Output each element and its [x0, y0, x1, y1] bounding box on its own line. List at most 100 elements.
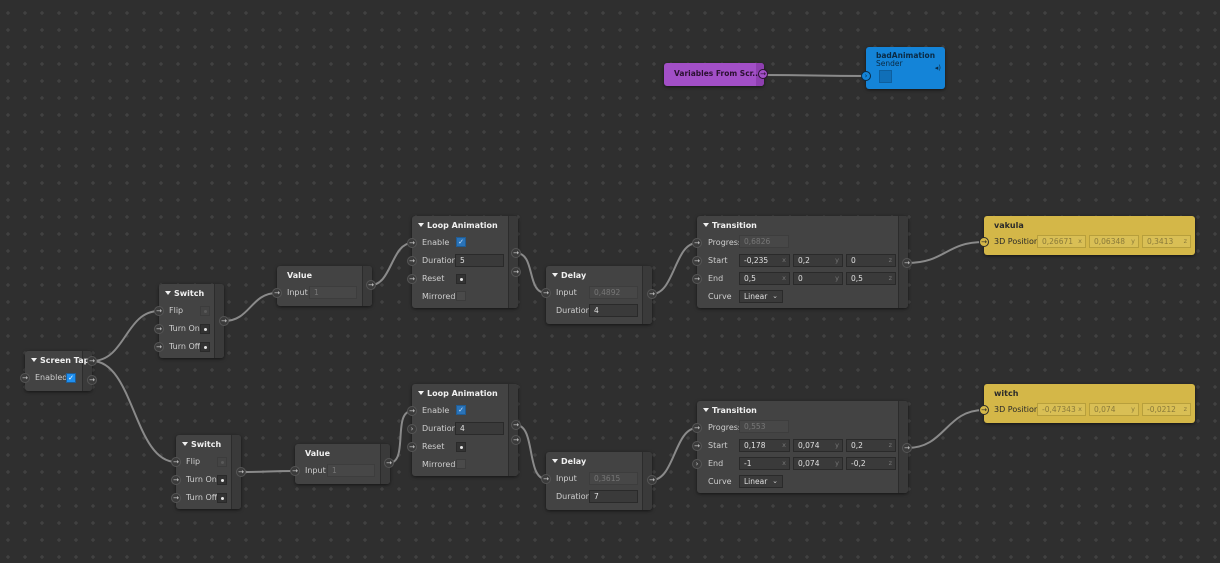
progress-output-port[interactable]: →	[511, 248, 521, 258]
end-input-port[interactable]: ›	[692, 459, 702, 469]
progress-input-port[interactable]: →	[692, 238, 702, 248]
output-port[interactable]: →	[647, 475, 657, 485]
turn-on-input-port[interactable]: →	[154, 324, 164, 334]
collapse-icon[interactable]	[182, 442, 188, 446]
output-port[interactable]: →	[902, 258, 912, 268]
output-port[interactable]: →	[384, 458, 394, 468]
output-port[interactable]: →	[647, 289, 657, 299]
sender-trigger-box[interactable]	[879, 70, 892, 83]
mirrored-checkbox[interactable]	[456, 291, 466, 301]
collapse-icon[interactable]	[31, 358, 37, 362]
progress-field[interactable]: 0,553	[739, 420, 789, 433]
loop-output-port[interactable]: →	[511, 435, 521, 445]
output-port-2[interactable]: →	[87, 375, 97, 385]
sender-node[interactable]: badAnimation Sender ◂) ›	[861, 47, 945, 89]
flip-input-port[interactable]: →	[154, 306, 164, 316]
position-input-port[interactable]: →	[979, 405, 989, 415]
collapse-icon[interactable]	[703, 408, 709, 412]
enable-input-port[interactable]: →	[407, 238, 417, 248]
value-node-top[interactable]: Value → Input 1 →	[272, 266, 376, 306]
turn-off-pulse-button[interactable]	[217, 493, 227, 503]
transition-node-bottom[interactable]: Transition → Progress 0,553 → Start 0,17…	[692, 401, 912, 493]
delay-node-bottom[interactable]: Delay → Input 0,3615 Duration 7 →	[541, 452, 657, 510]
loop-output-port[interactable]: →	[511, 267, 521, 277]
value-input-field[interactable]: 1	[327, 464, 375, 477]
transition-node-top[interactable]: Transition → Progress 0,6826 → Start -0,…	[692, 216, 912, 308]
input-port[interactable]: ›	[861, 71, 871, 81]
duration-input-port[interactable]: ›	[407, 424, 417, 434]
value-input-field[interactable]: 1	[309, 286, 357, 299]
turn-on-pulse-button[interactable]	[217, 475, 227, 485]
mirrored-checkbox[interactable]	[456, 459, 466, 469]
input-port[interactable]: →	[541, 474, 551, 484]
reset-pulse-button[interactable]	[456, 274, 466, 284]
collapse-icon[interactable]	[552, 273, 558, 277]
reset-input-port[interactable]: →	[407, 442, 417, 452]
flip-input-port[interactable]: →	[171, 457, 181, 467]
duration-field[interactable]: 5	[455, 254, 504, 267]
turn-on-input-port[interactable]: →	[171, 475, 181, 485]
turn-on-pulse-button[interactable]	[200, 324, 210, 334]
screen-tap-node[interactable]: Screen Tap → Enabled ✓ → →	[20, 351, 97, 391]
reset-input-port[interactable]: →	[407, 274, 417, 284]
collapse-icon[interactable]	[552, 459, 558, 463]
enable-checkbox[interactable]: ✓	[456, 237, 466, 247]
switch-node-bottom[interactable]: Switch → Flip → Turn On → Turn Off →	[171, 435, 246, 509]
enabled-input-port[interactable]: →	[20, 373, 30, 383]
curve-dropdown[interactable]: Linear⌄	[739, 290, 783, 303]
collapse-icon[interactable]	[418, 391, 424, 395]
delay-input-field[interactable]: 0,4892	[589, 286, 638, 299]
turn-off-input-port[interactable]: →	[154, 342, 164, 352]
output-port[interactable]: →	[758, 69, 768, 79]
output-port[interactable]: →	[902, 443, 912, 453]
switch-node-top[interactable]: Switch → Flip → Turn On → Turn Off →	[154, 284, 229, 358]
start-input-port[interactable]: →	[692, 441, 702, 451]
loop-animation-node-top[interactable]: Loop Animation → Enable ✓ → Duration 5 →…	[407, 216, 521, 308]
duration-field[interactable]: 7	[589, 490, 638, 503]
output-port[interactable]: →	[219, 316, 229, 326]
input-port[interactable]: →	[290, 466, 300, 476]
delay-input-field[interactable]: 0,3615	[589, 472, 638, 485]
collapse-icon[interactable]	[703, 223, 709, 227]
input-port[interactable]: →	[541, 288, 551, 298]
progress-input-port[interactable]: →	[692, 423, 702, 433]
duration-input-port[interactable]: →	[407, 256, 417, 266]
variables-from-script-node[interactable]: Variables From Scr... →	[664, 63, 768, 86]
collapse-icon[interactable]	[165, 291, 171, 295]
progress-output-port[interactable]: →	[511, 420, 521, 430]
output-port[interactable]: →	[236, 467, 246, 477]
position-input-port[interactable]: →	[979, 237, 989, 247]
reset-pulse-button[interactable]	[456, 442, 466, 452]
turn-off-pulse-button[interactable]	[200, 342, 210, 352]
enable-input-port[interactable]: →	[407, 406, 417, 416]
value-node-bottom[interactable]: Value → Input 1 →	[290, 444, 394, 484]
enabled-checkbox[interactable]: ✓	[66, 373, 76, 383]
start-input-port[interactable]: →	[692, 256, 702, 266]
loop-animation-node-bottom[interactable]: Loop Animation → Enable ✓ › Duration 4 →…	[407, 384, 521, 476]
progress-field[interactable]: 0,6826	[739, 235, 789, 248]
output-port[interactable]: →	[366, 280, 376, 290]
end-input-port[interactable]: →	[692, 274, 702, 284]
enable-checkbox[interactable]: ✓	[456, 405, 466, 415]
collapse-icon[interactable]	[418, 223, 424, 227]
duration-field[interactable]: 4	[589, 304, 638, 317]
tap-output-port[interactable]: →	[87, 356, 97, 366]
